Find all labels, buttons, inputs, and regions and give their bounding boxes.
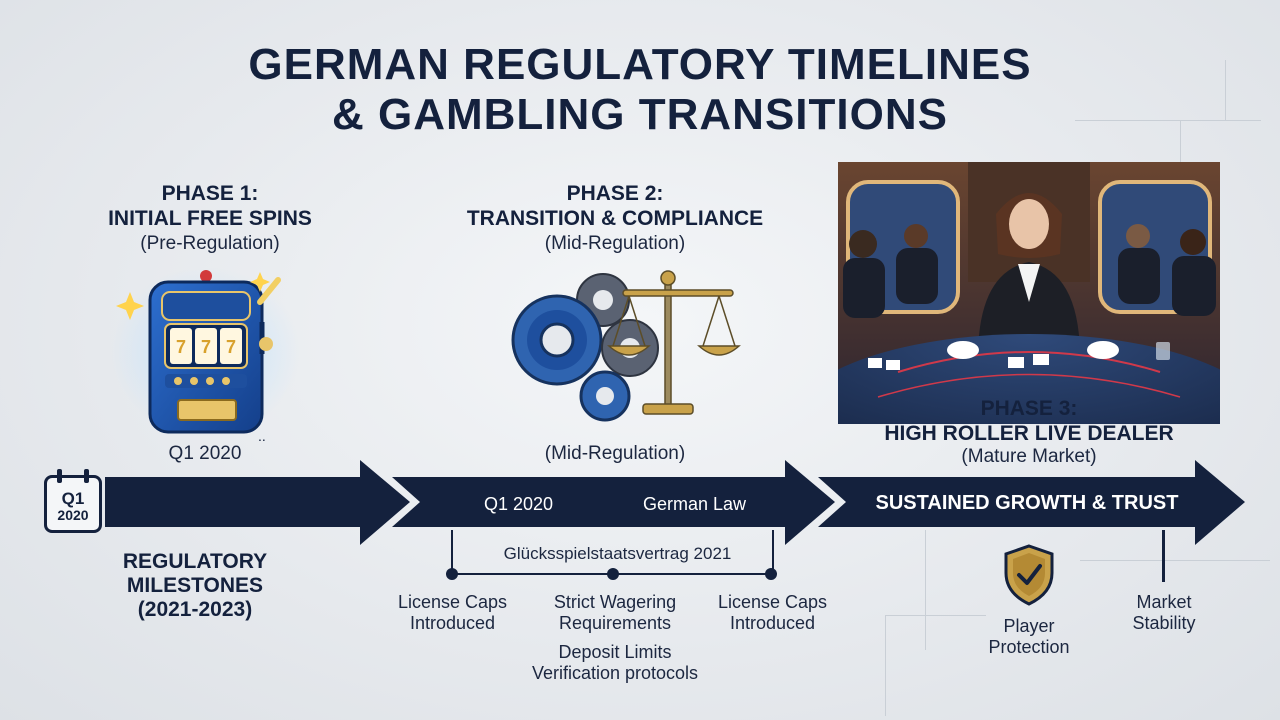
milestones-line1: REGULATORY xyxy=(122,550,268,573)
outcome-protection-line1: Player xyxy=(1003,616,1055,636)
milestone-point xyxy=(765,568,777,580)
outcome-market-stability: Market Stability xyxy=(1105,592,1223,634)
page-title-line2: & GAMBLING TRANSITIONS xyxy=(332,90,948,139)
phase2-heading: PHASE 2: TRANSITION & COMPLIANCE xyxy=(430,181,800,231)
decorative-frame xyxy=(1080,560,1270,562)
milestone-point xyxy=(446,568,458,580)
milestone-label-line1: License Caps xyxy=(397,592,508,612)
phase2-caption: (Mid-Regulation) xyxy=(544,443,686,464)
arrow-segment-2 xyxy=(392,460,835,545)
milestone-label: License Caps Introduced xyxy=(380,592,525,634)
phase3-heading: PHASE 3: HIGH ROLLER LIVE DEALER xyxy=(838,396,1220,446)
arrow3-text: SUSTAINED GROWTH & TRUST xyxy=(875,492,1179,514)
market-stability-connector xyxy=(1162,530,1165,582)
page-title-line1: GERMAN REGULATORY TIMELINES xyxy=(248,40,1032,89)
phase1-heading-line2: INITIAL FREE SPINS xyxy=(108,207,312,230)
milestones-line2: MILESTONES xyxy=(126,574,264,597)
calendar-icon: Q1 2020 xyxy=(44,469,102,533)
gears-and-scales-icon xyxy=(511,270,741,422)
calendar-ring xyxy=(57,469,62,483)
phase3-heading-line1: PHASE 3: xyxy=(980,397,1078,420)
arrow-segment-3 xyxy=(818,460,1245,545)
page-title: GERMAN REGULATORY TIMELINES & GAMBLING T… xyxy=(0,40,1280,140)
arrow-segment-1 xyxy=(105,460,410,545)
live-dealer-illustration xyxy=(838,162,1220,424)
outcome-player-protection: Player Protection xyxy=(965,616,1093,658)
phase2-subtitle: (Mid-Regulation) xyxy=(544,233,686,254)
phase3-heading-line2: HIGH ROLLER LIVE DEALER xyxy=(884,422,1174,445)
arrow2-right-text: German Law xyxy=(643,494,747,514)
timeline-arrows xyxy=(105,460,1245,545)
decorative-frame xyxy=(885,615,986,716)
milestone-label-line2: Introduced xyxy=(729,613,816,633)
live-dealer-photo xyxy=(838,162,1220,424)
milestone-label-line2: Introduced xyxy=(409,613,496,633)
law-name: Glücksspielstaatsvertrag 2021 xyxy=(503,544,732,563)
svg-text:7: 7 xyxy=(226,337,236,357)
calendar-line2: 2020 xyxy=(57,507,89,523)
law-bracket xyxy=(446,530,777,580)
milestone-label-line1: Strict Wagering xyxy=(553,592,677,612)
outcome-stability-line2: Stability xyxy=(1132,613,1196,633)
outcome-stability-line1: Market xyxy=(1136,592,1192,612)
ellipsis-dots: .. xyxy=(258,428,266,444)
phase1-date: Q1 2020 xyxy=(168,443,242,464)
milestone-extra-label: Deposit Limits Verification protocols xyxy=(505,642,725,684)
shield-check-icon xyxy=(1004,544,1054,606)
milestone-extra-line2: Verification protocols xyxy=(531,663,699,683)
svg-text:7: 7 xyxy=(176,337,186,357)
phase1-heading: PHASE 1: INITIAL FREE SPINS xyxy=(60,181,360,231)
milestone-extra-line1: Deposit Limits xyxy=(558,642,672,662)
slot-machine-icon: 7 7 7 xyxy=(110,267,300,437)
decorative-frame xyxy=(1075,60,1226,121)
milestone-label: Strict Wagering Requirements xyxy=(530,592,700,634)
milestone-label: License Caps Introduced xyxy=(700,592,845,634)
phase3-subtitle: (Mature Market) xyxy=(961,446,1097,467)
phase2-heading-line2: TRANSITION & COMPLIANCE xyxy=(466,207,764,230)
phase2-heading-line1: PHASE 2: xyxy=(566,182,664,205)
milestone-label-line1: License Caps xyxy=(717,592,828,612)
decorative-frame xyxy=(925,530,927,650)
calendar-ring xyxy=(84,469,89,483)
phase1-subtitle: (Pre-Regulation) xyxy=(140,233,280,254)
milestones-line3: (2021-2023) xyxy=(137,598,253,621)
outcome-protection-line2: Protection xyxy=(988,637,1070,657)
phase1-heading-line1: PHASE 1: xyxy=(161,182,259,205)
decorative-frame xyxy=(1180,120,1261,201)
calendar-line1: Q1 xyxy=(61,489,85,508)
milestone-label-line2: Requirements xyxy=(558,613,672,633)
arrow2-left-text: Q1 2020 xyxy=(484,494,554,514)
svg-text:7: 7 xyxy=(201,337,211,357)
regulatory-milestones-label: REGULATORY MILESTONES (2021-2023) xyxy=(100,550,290,622)
milestone-point xyxy=(607,568,619,580)
